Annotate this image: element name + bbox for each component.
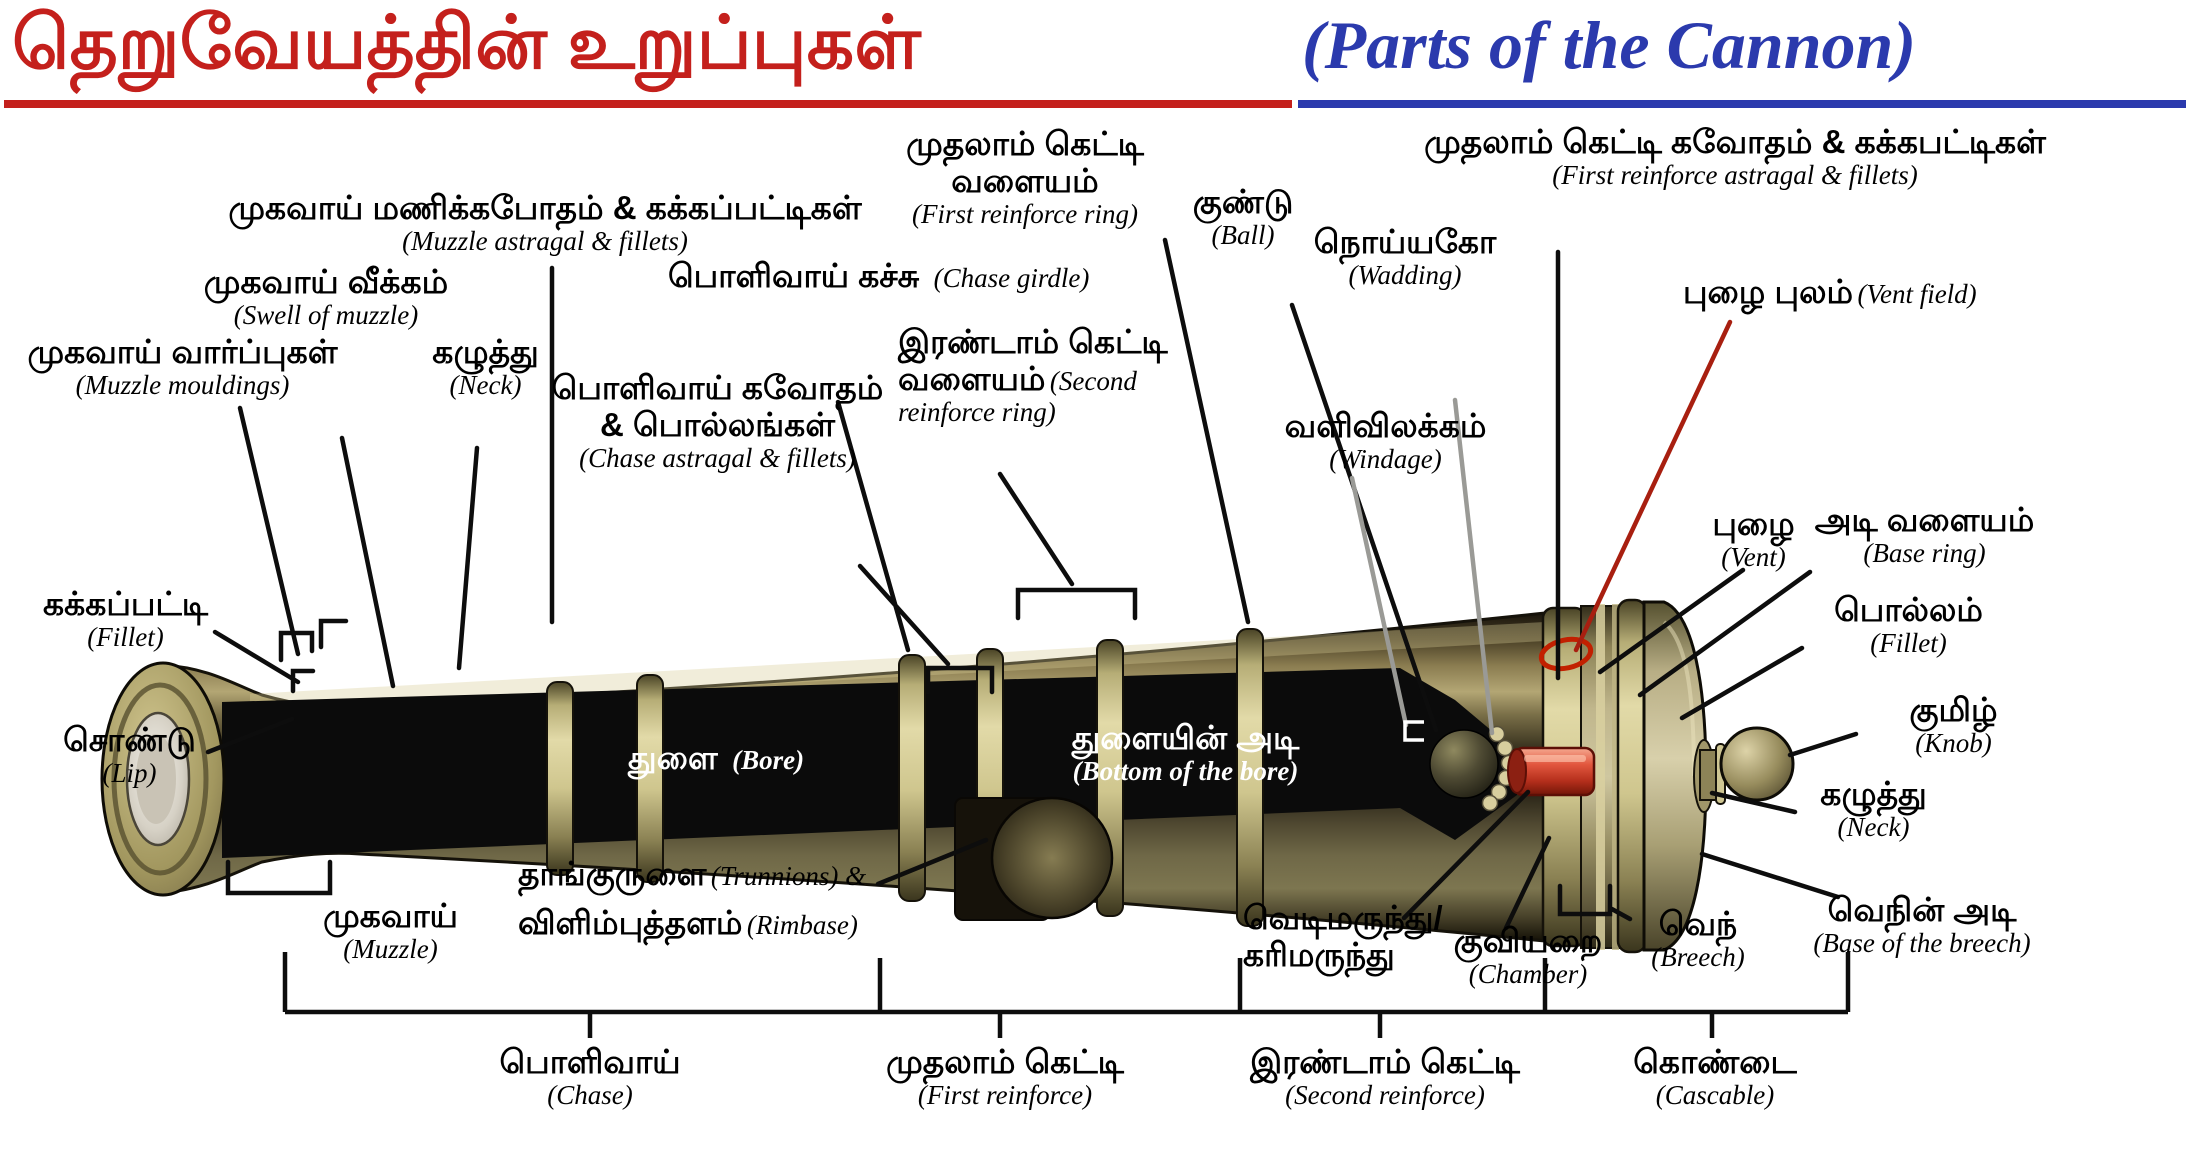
label-powder: வெடிமருந்து/ கரிமருந்து [1243,899,1443,973]
cascable-assembly [1693,726,1795,813]
label-knob: குமிழ் (Knob) [1909,691,1998,758]
label-second-reinforce-ring: இரண்டாம் கெட்டி வளையம் (Second reinforce… [898,323,1168,427]
label-neck-cascable: கழுத்து (Neck) [1820,775,1927,842]
base-ring-band [1616,598,1648,954]
label-trunnions-rimbase: தாங்குருளை (Trunnions) & விளிம்புத்தளம் … [518,855,867,941]
label-base-of-breech: வெநின் அடி (Base of the breech) [1813,891,2031,958]
label-vent: புழை (Vent) [1712,505,1795,572]
scale-bracket [282,952,1851,1038]
label-windage: வளிவிலக்கம் (Windage) [1284,407,1487,474]
label-chase: பொளிவாய் (Chase) [499,1043,681,1110]
page-title-tamil: தெறுவேயத்தின் உறுப்புகள் [12,1,921,84]
label-first-reinforce-ring: முதலாம் கெட்டி வளையம் (First reinforce r… [906,125,1144,229]
page-title-english: (Parts of the Cannon) [1302,7,1916,83]
label-base-ring: அடி வளையம் (Base ring) [1814,501,2035,568]
label-vent-field: புழை புலம் (Vent field) [1683,273,1977,310]
label-second-reinforce: இரண்டாம் கெட்டி (Second reinforce) [1250,1043,1520,1110]
leader-lines [205,237,1859,931]
title-underline-blue [1298,100,2186,108]
cannonball [1429,729,1499,799]
label-fillet-muzzle: கக்கப்பட்டி (Fillet) [43,585,208,652]
cascable-knob [1719,726,1795,802]
label-chase-girdle: பொளிவாய் கச்சு (Chase girdle) [668,257,1090,294]
label-first-reinforce-astragal: முதலாம் கெட்டி கவோதம் & கக்கபட்டிகள் (Fi… [1424,123,2046,190]
label-cascable: கொண்டை (Cascable) [1633,1043,1797,1110]
label-chamber: குவியறை (Chamber) [1453,922,1603,989]
trunnion [990,796,1114,920]
label-muzzle: முகவாய் (Muzzle) [323,897,458,964]
label-chase-astragal: பொளிவாய் கவோதம் & பொல்லங்கள் (Chase astr… [551,369,884,473]
label-breech: வெந் (Breech) [1651,905,1745,972]
label-lip: சொண்டு (Lip) [63,721,196,788]
label-muzzle-astragal: முகவாய் மணிக்கபோதம் & கக்கப்பட்டிகள் (Mu… [228,189,862,256]
wadding-beads [1481,725,1518,812]
label-muzzle-mouldings: முகவாய் வார்ப்புகள் (Muzzle mouldings) [27,333,338,400]
label-bottom-of-bore: துளையின் அடி (Bottom of the bore) [1071,719,1300,786]
windage-bracket [1403,720,1424,742]
label-ball: குண்டு (Ball) [1192,183,1294,250]
bore-cutaway [222,668,1517,858]
label-swell-of-muzzle: முகவாய் வீக்கம் (Swell of muzzle) [203,263,449,330]
title-underline-red [4,100,1292,108]
label-first-reinforce: முதலாம் கெட்டி (First reinforce) [886,1043,1124,1110]
vent-marker [1538,636,1594,672]
label-fillet-breech: பொல்லம் (Fillet) [1834,591,1983,658]
label-wadding: நொய்யகோ (Wadding) [1313,223,1497,290]
muzzle-face [100,661,226,897]
label-bore: துளை (Bore) [628,739,805,776]
vent-field-leader [1573,319,1733,653]
label-neck-muzzle: கழுத்து (Neck) [432,333,539,400]
gray-leader-lines [1349,397,1495,736]
powder-chamber [1507,746,1596,797]
